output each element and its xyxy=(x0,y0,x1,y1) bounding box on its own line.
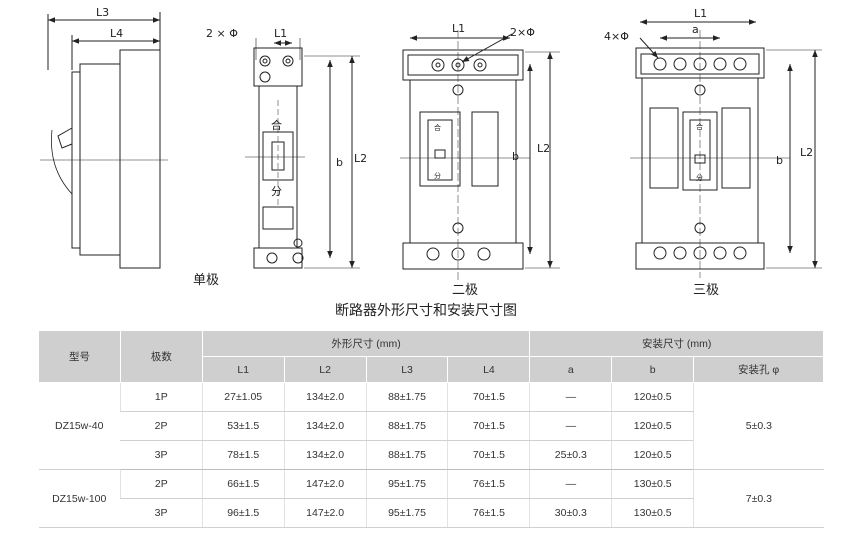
cell-L2: 147±2.0 xyxy=(283,469,367,499)
header-model: 型号 xyxy=(38,330,121,383)
cell-L4: 70±1.5 xyxy=(447,411,530,441)
dim-b-double: b xyxy=(512,150,519,163)
cell-hole: 7±0.3 xyxy=(693,469,824,528)
cell-poles: 2P xyxy=(120,411,203,441)
cell-L3: 88±1.75 xyxy=(365,440,448,470)
cell-L2: 134±2.0 xyxy=(283,382,367,412)
header-L2: L2 xyxy=(283,356,367,383)
dim-b-single: b xyxy=(336,156,343,169)
header-L4: L4 xyxy=(447,356,531,383)
dim-b-triple: b xyxy=(776,154,783,167)
outline-drawing: L3 L4 2 × Φ L1 合 分 b L2 L1 2×Φ 合 分 b L2 … xyxy=(40,6,822,319)
figure-title: 断路器外形尺寸和安装尺寸图 xyxy=(335,303,517,319)
header-L3: L3 xyxy=(365,356,449,383)
dim-hole-triple: 4×Φ xyxy=(604,30,629,43)
cell-L2: 147±2.0 xyxy=(283,498,367,528)
header-L1: L1 xyxy=(201,356,285,383)
header-poles: 极数 xyxy=(119,330,203,383)
cell-b: 120±0.5 xyxy=(611,382,694,412)
side-view xyxy=(40,12,168,269)
label-on-double: 合 xyxy=(434,123,441,132)
cell-L3: 88±1.75 xyxy=(365,411,448,441)
dim-L2-triple: L2 xyxy=(800,146,813,159)
label-on-triple: 合 xyxy=(696,122,703,131)
dim-hole-single: 2 × Φ xyxy=(206,27,238,40)
dimension-table: 型号 极数 外形尺寸 (mm) 安装尺寸 (mm) L1 L2 L3 L4 a … xyxy=(38,330,824,528)
cell-a: 25±0.3 xyxy=(529,440,612,470)
header-outline: 外形尺寸 (mm) xyxy=(201,330,531,357)
cell-model: DZ15w-100 xyxy=(38,469,121,528)
cell-a: 30±0.3 xyxy=(529,498,612,528)
table-row: DZ15w-100 2P 66±1.5 147±2.0 95±1.75 76±1… xyxy=(38,469,824,528)
cell-L4: 70±1.5 xyxy=(447,382,530,412)
cell-L3: 95±1.75 xyxy=(365,469,448,499)
cell-L1: 96±1.5 xyxy=(201,498,285,528)
table-row: 3P 78±1.5 134±2.0 88±1.75 70±1.5 25±0.3 … xyxy=(39,440,824,470)
header-install: 安装尺寸 (mm) xyxy=(529,330,824,357)
cell-model: DZ15w-40 xyxy=(38,382,121,470)
caption-triple: 三极 xyxy=(693,283,719,298)
label-off-double: 分 xyxy=(434,171,441,180)
dim-hole-double: 2×Φ xyxy=(510,26,535,39)
cell-hole: 5±0.3 xyxy=(693,382,824,470)
cell-a: — xyxy=(529,411,612,441)
cell-poles: 1P xyxy=(119,382,203,412)
single-pole-view xyxy=(245,38,360,269)
cell-a: — xyxy=(529,382,612,412)
header-b: b xyxy=(611,356,695,383)
cell-L4: 76±1.5 xyxy=(447,498,530,528)
cell-L4: 70±1.5 xyxy=(447,440,530,470)
cell-b: 120±0.5 xyxy=(611,411,694,441)
dim-L1-single: L1 xyxy=(274,27,287,40)
dim-L1-triple: L1 xyxy=(694,7,707,20)
table-row: 3P 96±1.5 147±2.0 95±1.75 76±1.5 30±0.3 … xyxy=(39,498,824,528)
dim-L1-double: L1 xyxy=(452,22,465,35)
header-a: a xyxy=(529,356,613,383)
cell-poles: 2P xyxy=(119,469,203,499)
cell-b: 130±0.5 xyxy=(611,498,694,528)
cell-L4: 76±1.5 xyxy=(447,469,530,499)
caption-double: 二极 xyxy=(452,283,478,298)
cell-L3: 88±1.75 xyxy=(365,382,448,412)
cell-a: — xyxy=(529,469,612,499)
dim-L2-single: L2 xyxy=(354,152,367,165)
cell-L1: 66±1.5 xyxy=(201,469,285,499)
double-pole-view xyxy=(400,30,560,280)
label-off-triple: 分 xyxy=(696,173,703,182)
cell-L2: 134±2.0 xyxy=(283,440,367,470)
cell-L3: 95±1.75 xyxy=(365,498,448,528)
caption-single: 单极 xyxy=(193,273,219,288)
dim-L4: L4 xyxy=(110,27,123,40)
header-hole: 安装孔 φ xyxy=(693,356,824,383)
dim-L2-double: L2 xyxy=(537,142,550,155)
table-row: DZ15w-40 1P 27±1.05 134±2.0 88±1.75 70±1… xyxy=(38,382,824,470)
cell-poles: 3P xyxy=(120,440,203,470)
cell-b: 120±0.5 xyxy=(611,440,694,470)
cell-L1: 78±1.5 xyxy=(201,440,285,470)
table-row: 2P 53±1.5 134±2.0 88±1.75 70±1.5 — 120±0… xyxy=(39,411,824,441)
label-off-single: 分 xyxy=(271,185,282,198)
dim-L3: L3 xyxy=(96,6,109,19)
dim-a-triple: a xyxy=(692,23,699,36)
label-on-single: 合 xyxy=(271,118,282,132)
triple-pole-view xyxy=(630,19,822,278)
cell-L2: 134±2.0 xyxy=(283,411,367,441)
cell-poles: 3P xyxy=(120,498,203,528)
cell-L1: 53±1.5 xyxy=(201,411,285,441)
cell-b: 130±0.5 xyxy=(611,469,694,499)
cell-L1: 27±1.05 xyxy=(201,382,285,412)
